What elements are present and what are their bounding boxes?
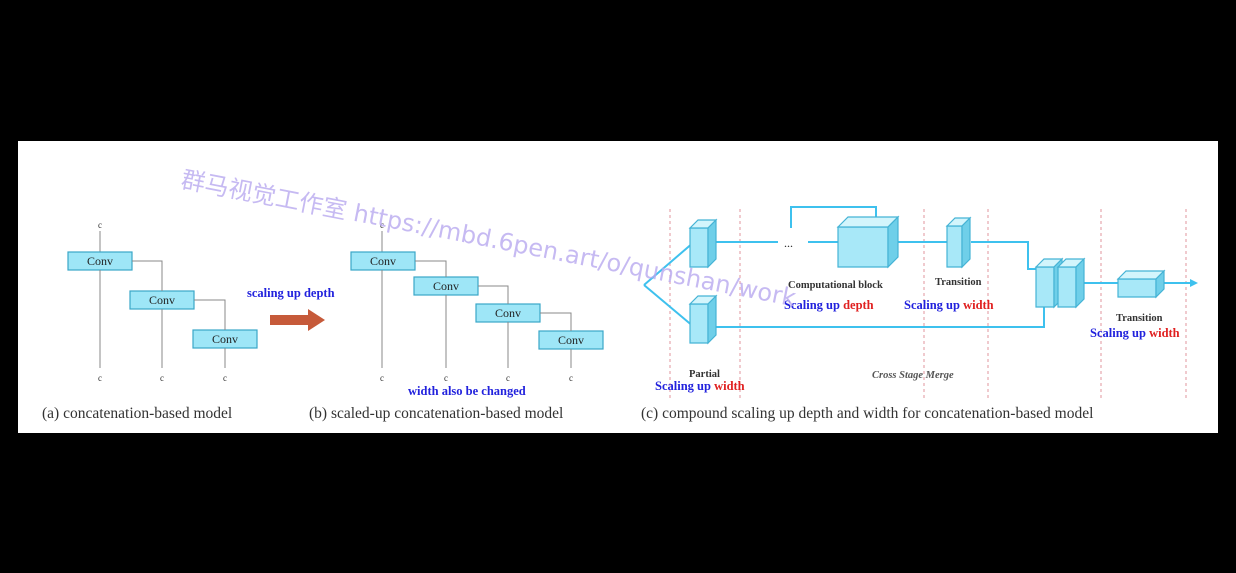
depth-text: depth — [843, 298, 874, 312]
conv-label-a3: Conv — [212, 332, 238, 346]
conv-label-b1: Conv — [370, 254, 396, 268]
computational-block-cube — [836, 215, 900, 269]
connector-b2 — [478, 285, 509, 304]
merge-cube-2 — [1056, 257, 1086, 309]
width-text-2: width — [714, 379, 745, 393]
conv-label-a1: Conv — [87, 254, 113, 268]
partial-label: Partial — [689, 369, 720, 380]
caption-a: (a) concatenation-based model — [42, 405, 232, 422]
width-text-1: width — [963, 298, 994, 312]
scaling-up-text-2: Scaling up — [904, 298, 960, 312]
connector-a2 — [194, 299, 226, 330]
partial-cube-top — [688, 218, 718, 269]
split-line-bottom — [643, 284, 695, 328]
conv-label-b3: Conv — [495, 306, 521, 320]
arrow-label: scaling up depth — [247, 286, 335, 300]
out-c-b3: c — [506, 373, 510, 383]
panel-a: c Conv Conv Conv c c c (a) concatenation… — [42, 220, 258, 422]
split-line-top — [643, 241, 695, 286]
out-c-a1: c — [98, 373, 102, 383]
cross-stage-line — [715, 300, 1045, 328]
input-c-label-b: c — [380, 220, 384, 230]
computational-block-label: Computational block — [788, 280, 883, 291]
transition-label: Transition — [935, 277, 982, 288]
cross-stage-merge-label: Cross Stage Merge — [872, 370, 954, 381]
connector-b1 — [415, 260, 447, 277]
scaling-width-label-3: Scaling up width — [1090, 326, 1180, 340]
transition-cube — [945, 216, 972, 269]
scaling-width-label-1: Scaling up width — [904, 298, 994, 312]
figure-panel: c Conv Conv Conv c c c (a) concatenation… — [18, 141, 1218, 433]
width-text-3: width — [1149, 326, 1180, 340]
scaling-up-text-4: Scaling up — [1090, 326, 1146, 340]
out-c-b1: c — [380, 373, 384, 383]
scaling-width-label-2: Scaling up width — [655, 379, 745, 393]
scaling-arrow: scaling up depth — [247, 286, 335, 331]
out-c-b2: c — [444, 373, 448, 383]
final-transition-cube — [1116, 269, 1166, 299]
conv-label-b4: Conv — [558, 333, 584, 347]
out-c-a2: c — [160, 373, 164, 383]
panel-c: ... — [641, 206, 1198, 422]
conv-label-a2: Conv — [149, 293, 175, 307]
partial-cube-bottom — [688, 294, 718, 345]
width-note: width also be changed — [408, 384, 526, 398]
caption-c: (c) compound scaling up depth and width … — [641, 405, 1093, 422]
scaling-up-text-1: Scaling up — [784, 298, 840, 312]
conv-label-b2: Conv — [433, 279, 459, 293]
panel-b: c Conv Conv Conv Conv c c c c width also… — [309, 220, 604, 422]
diagram-canvas: c Conv Conv Conv c c c (a) concatenation… — [42, 165, 1198, 422]
bypass-line — [790, 206, 877, 228]
scaling-depth-label: Scaling up depth — [784, 298, 874, 312]
ellipsis: ... — [784, 236, 793, 250]
right-arrow-icon — [270, 309, 325, 331]
input-c-label: c — [98, 220, 102, 230]
final-transition-label: Transition — [1116, 313, 1163, 324]
connector-a1 — [132, 260, 163, 291]
output-arrow-icon — [1190, 279, 1198, 287]
caption-b: (b) scaled-up concatenation-based model — [309, 405, 563, 422]
out-c-a3: c — [223, 373, 227, 383]
out-c-b4: c — [569, 373, 573, 383]
flow-line-4 — [971, 241, 1038, 270]
scaling-up-text-3: Scaling up — [655, 379, 711, 393]
connector-b3 — [540, 312, 572, 331]
